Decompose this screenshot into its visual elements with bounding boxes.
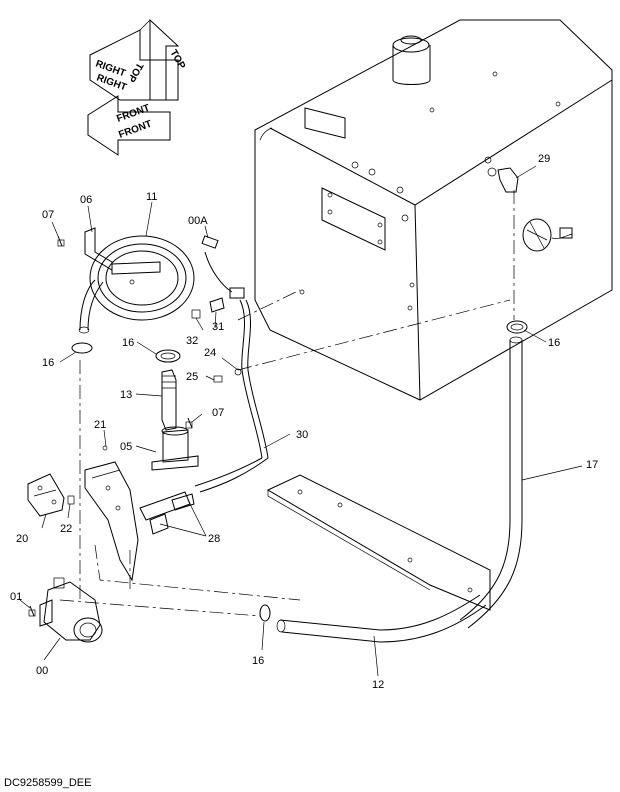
- callout-21: 21: [94, 419, 106, 431]
- alignment-lines: [59, 190, 515, 617]
- callout-16-hose: 16: [252, 655, 264, 667]
- callout-11: 11: [146, 191, 157, 203]
- callout-07-upper: 07: [42, 209, 54, 221]
- callout-16-tank: 16: [548, 337, 560, 349]
- leader-lines: [19, 165, 583, 677]
- drawing-code: DC9258599_DEE: [4, 777, 91, 789]
- mounting-plate: [266, 474, 491, 611]
- callout-13: 13: [120, 389, 132, 401]
- harness-30: [194, 235, 269, 493]
- housing-05: [151, 426, 199, 471]
- callout-05: 05: [120, 441, 132, 453]
- callout-28: 28: [208, 533, 220, 545]
- clamp-16-tank: [506, 320, 528, 334]
- callout-29: 29: [538, 153, 550, 165]
- orient-top-mirror-label: TOP: [125, 61, 145, 84]
- callout-25: 25: [186, 371, 198, 383]
- bracket-20: [27, 473, 65, 517]
- bolt-07-lower: [185, 417, 193, 429]
- pump-00: [39, 577, 103, 643]
- callout-30: 30: [296, 429, 308, 441]
- orientation-indicator: TOP TOP RIGHT RIGHT FRONT FRONT: [87, 18, 187, 156]
- callout-16-middle: 16: [122, 337, 134, 349]
- callout-32: 32: [186, 335, 198, 347]
- clamp-16-left: [71, 342, 93, 354]
- bracket-06: [84, 227, 161, 285]
- callout-31: 31: [212, 321, 224, 333]
- bolt-01: [28, 605, 36, 617]
- element-13: [161, 369, 177, 431]
- callout-07-lower: 07: [212, 407, 224, 419]
- bolts-21-22: [67, 445, 108, 505]
- callout-22: 22: [60, 523, 72, 535]
- fitting-29: [487, 167, 519, 193]
- clamp-16-hose: [259, 604, 271, 622]
- clamp-16-middle: [155, 349, 181, 363]
- callout-00: 00: [36, 665, 48, 677]
- callout-06: 06: [80, 194, 92, 206]
- small-parts: [191, 297, 242, 383]
- hydraulic-tank: [254, 19, 613, 401]
- hose-12: [276, 594, 487, 643]
- callout-16-left: 16: [42, 357, 54, 369]
- pump-bracket: [84, 461, 139, 582]
- callout-00a: 00A: [188, 215, 208, 227]
- callout-12: 12: [372, 679, 384, 691]
- connectors-28: [139, 491, 195, 535]
- hose-17: [459, 336, 523, 629]
- callout-01: 01: [10, 591, 22, 603]
- callout-17: 17: [586, 459, 598, 471]
- bolt-07-upper: [57, 235, 65, 247]
- callout-labels: 07 06 11 00A 29 16 16 16 31 32 24 25 13 …: [10, 153, 598, 691]
- callout-24: 24: [204, 347, 216, 359]
- coiled-hose-11: [78, 235, 195, 334]
- callout-20: 20: [16, 533, 28, 545]
